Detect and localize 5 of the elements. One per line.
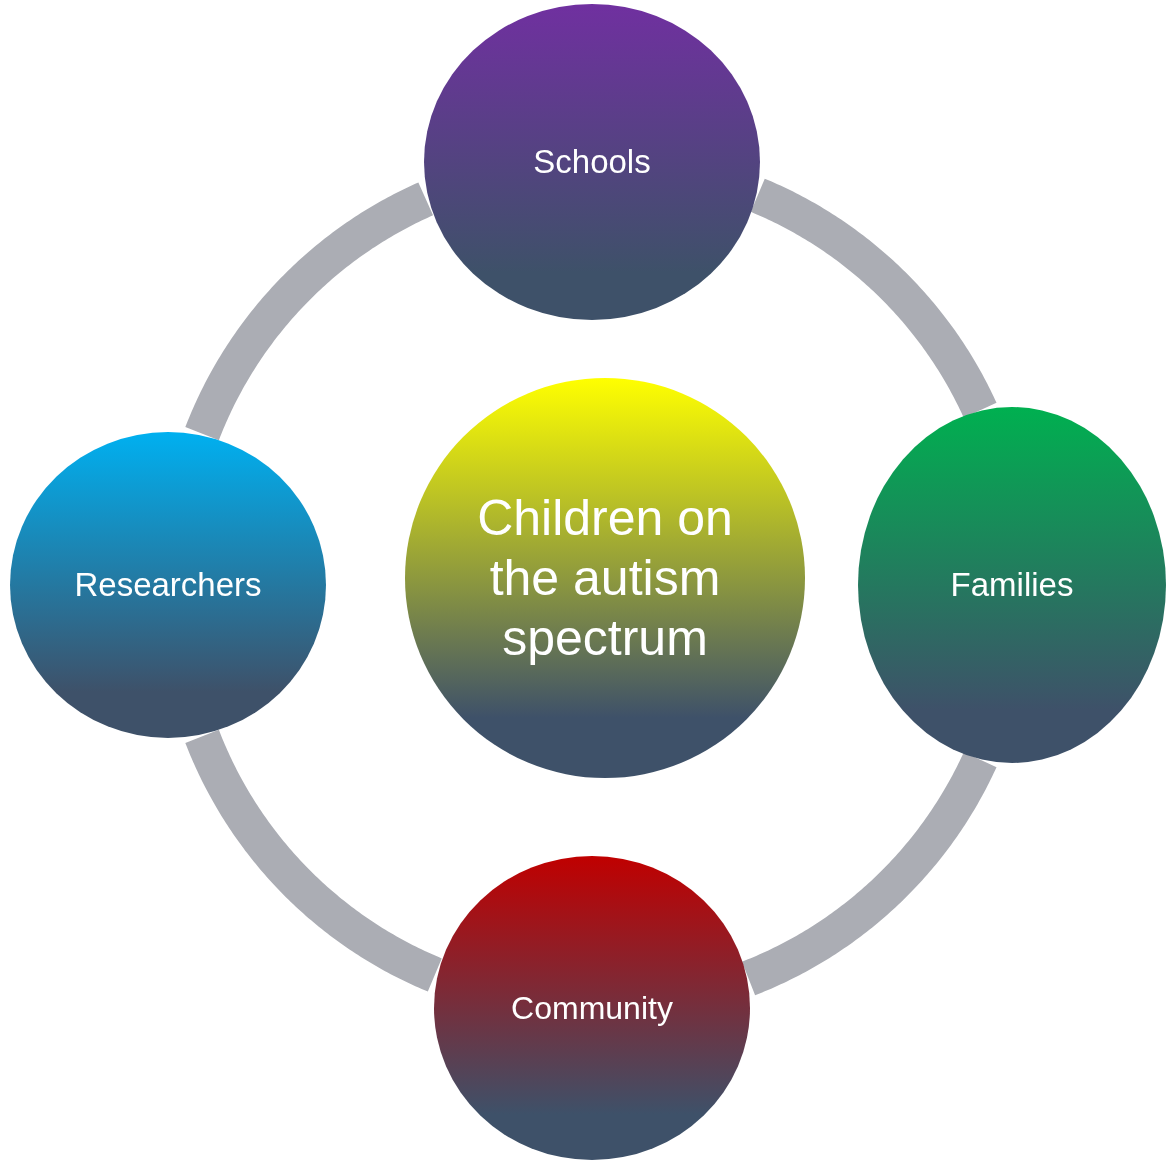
node-label: Families (950, 565, 1074, 605)
node-label: Community (511, 988, 673, 1028)
node-label: Children on the autism spectrum (476, 489, 734, 668)
node-label: Schools (533, 142, 651, 182)
node-label: Researchers (74, 565, 262, 605)
